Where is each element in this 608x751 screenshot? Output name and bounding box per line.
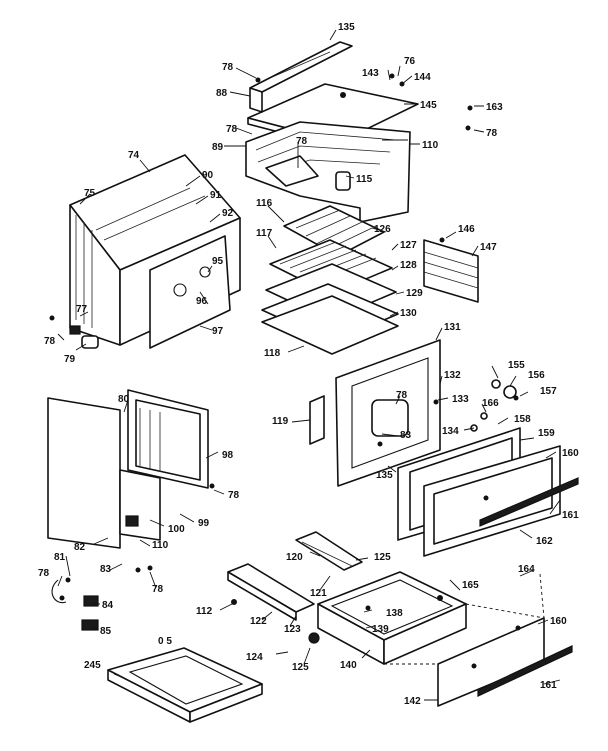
label-140: 140 (340, 660, 357, 671)
storage-drawer (308, 571, 467, 665)
label-163: 163 (486, 102, 503, 113)
label-81: 81 (54, 552, 66, 563)
label-98: 98 (222, 450, 234, 461)
broiler-rack (295, 531, 363, 571)
label-83: 83 (400, 430, 412, 441)
label-128: 128 (400, 260, 417, 271)
oven-rack-stack (261, 205, 399, 355)
label-79: 79 (64, 354, 76, 365)
label-78: 78 (296, 136, 308, 147)
label-143: 143 (362, 68, 379, 79)
label-162: 162 (536, 536, 553, 547)
label-132: 132 (444, 370, 461, 381)
leader-lines (57, 29, 561, 701)
label-97: 97 (212, 326, 224, 337)
label-85: 85 (100, 626, 112, 637)
label-144: 144 (414, 72, 431, 83)
label-76: 76 (404, 56, 416, 67)
label-127: 127 (400, 240, 417, 251)
label-123: 123 (284, 624, 301, 635)
label-78: 78 (228, 490, 240, 501)
label-155: 155 (508, 360, 525, 371)
label-96: 96 (196, 296, 208, 307)
label-78: 78 (222, 62, 234, 73)
label-90: 90 (202, 170, 214, 181)
label-160: 160 (550, 616, 567, 627)
label-119: 119 (272, 416, 289, 427)
label-125: 125 (292, 662, 309, 673)
label-115: 115 (356, 174, 373, 185)
label-134: 134 (442, 426, 459, 437)
label-84: 84 (102, 600, 114, 611)
label-160: 160 (562, 448, 579, 459)
label-78: 78 (486, 128, 498, 139)
label-77: 77 (76, 304, 88, 315)
label-142: 142 (404, 696, 421, 707)
label-124: 124 (246, 652, 263, 663)
left-side-panel (69, 154, 241, 349)
label-78: 78 (44, 336, 56, 347)
label-88: 88 (216, 88, 228, 99)
label-135: 135 (338, 22, 355, 33)
side-heat-strip (423, 237, 479, 303)
label-112: 112 (196, 606, 213, 617)
label-83: 83 (100, 564, 112, 575)
drawer-front-panel (384, 573, 573, 707)
label-117: 117 (256, 228, 273, 239)
label-156: 156 (528, 370, 545, 381)
label-245: 245 (84, 660, 101, 671)
oven-door-frame (309, 339, 441, 487)
label-89: 89 (212, 142, 224, 153)
label-133: 133 (452, 394, 469, 405)
label-161: 161 (562, 510, 579, 521)
label-147: 147 (480, 242, 497, 253)
label-78: 78 (38, 568, 50, 579)
label-91: 91 (210, 190, 222, 201)
label-110: 110 (152, 540, 169, 551)
label-166: 166 (482, 398, 499, 409)
label-129: 129 (406, 288, 423, 299)
label-159: 159 (538, 428, 555, 439)
lower-left-panels (47, 389, 215, 549)
label-78: 78 (226, 124, 238, 135)
label-75: 75 (84, 188, 96, 199)
label-126: 126 (374, 224, 391, 235)
label-135: 135 (376, 470, 393, 481)
label-116: 116 (256, 198, 273, 209)
label-145: 145 (420, 100, 437, 111)
label-78: 78 (396, 390, 408, 401)
label-146: 146 (458, 224, 475, 235)
label-80: 80 (118, 394, 130, 405)
label-139: 139 (372, 624, 389, 635)
small-hardware (49, 105, 473, 631)
door-glass-assembly (397, 427, 579, 557)
label-131: 131 (444, 322, 461, 333)
part-labels: 135 78 76 143 144 88 145 163 78 78 78 89… (38, 22, 579, 707)
label-82: 82 (74, 542, 86, 553)
label-110: 110 (422, 140, 439, 151)
label-164: 164 (518, 564, 535, 575)
label-99: 99 (198, 518, 210, 529)
label-120: 120 (286, 552, 303, 563)
label-130: 130 (400, 308, 417, 319)
label-118: 118 (264, 348, 281, 359)
label-0-5: 0 5 (158, 636, 172, 647)
label-125: 125 (374, 552, 391, 563)
label-165: 165 (462, 580, 479, 591)
label-121: 121 (310, 588, 327, 599)
label-100: 100 (168, 524, 185, 535)
control-knobs (470, 379, 519, 432)
label-158: 158 (514, 414, 531, 425)
label-157: 157 (540, 386, 557, 397)
broiler-pan (107, 647, 263, 723)
label-138: 138 (386, 608, 403, 619)
label-78: 78 (152, 584, 164, 595)
label-95: 95 (212, 256, 224, 267)
label-74: 74 (128, 150, 140, 161)
label-92: 92 (222, 208, 234, 219)
label-161: 161 (540, 680, 557, 691)
drawer-slide (227, 563, 315, 621)
label-122: 122 (250, 616, 267, 627)
